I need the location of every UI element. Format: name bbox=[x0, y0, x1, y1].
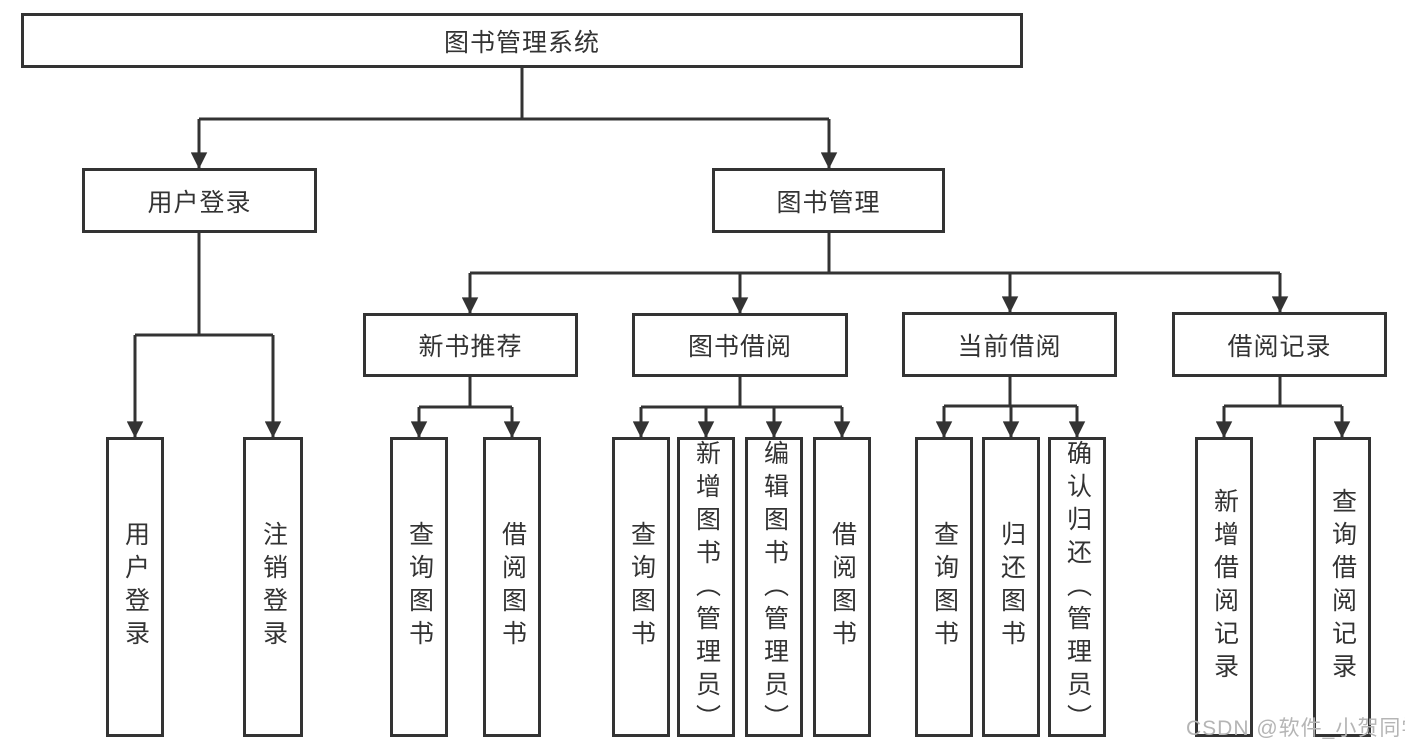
node-current-borrowing: 当前借阅 bbox=[902, 312, 1117, 377]
node-cb-return-books: 归还图书 bbox=[982, 437, 1040, 737]
node-br-add-record: 新增借阅记录 bbox=[1195, 437, 1253, 737]
node-bb-edit-books-admin: 编辑图书（管理员） bbox=[745, 437, 803, 737]
csdn-watermark: CSDN @软件_小贺同学 bbox=[1186, 717, 1405, 740]
bus-lines bbox=[135, 68, 1342, 409]
node-book-management-system: 图书管理系统 bbox=[21, 13, 1023, 68]
node-rec-borrow-books: 借阅图书 bbox=[483, 437, 541, 737]
node-cb-query-books: 查询图书 bbox=[915, 437, 973, 737]
node-br-query-record: 查询借阅记录 bbox=[1313, 437, 1371, 737]
node-bb-borrow-books: 借阅图书 bbox=[813, 437, 871, 737]
node-borrowing-records: 借阅记录 bbox=[1172, 312, 1387, 377]
node-rec-query-books: 查询图书 bbox=[390, 437, 448, 737]
node-book-borrowing: 图书借阅 bbox=[632, 313, 848, 377]
node-cb-confirm-return-admin: 确认归还（管理员） bbox=[1048, 437, 1106, 737]
node-user-login: 用户登录 bbox=[82, 168, 317, 233]
node-bb-add-books-admin: 新增图书（管理员） bbox=[677, 437, 735, 737]
node-new-book-recommendation: 新书推荐 bbox=[363, 313, 578, 377]
node-user-login-action: 用户登录 bbox=[106, 437, 164, 737]
node-bb-query-books: 查询图书 bbox=[612, 437, 670, 737]
arrow-lines bbox=[126, 119, 1351, 438]
node-logout: 注销登录 bbox=[243, 437, 303, 737]
node-book-management: 图书管理 bbox=[712, 168, 945, 233]
